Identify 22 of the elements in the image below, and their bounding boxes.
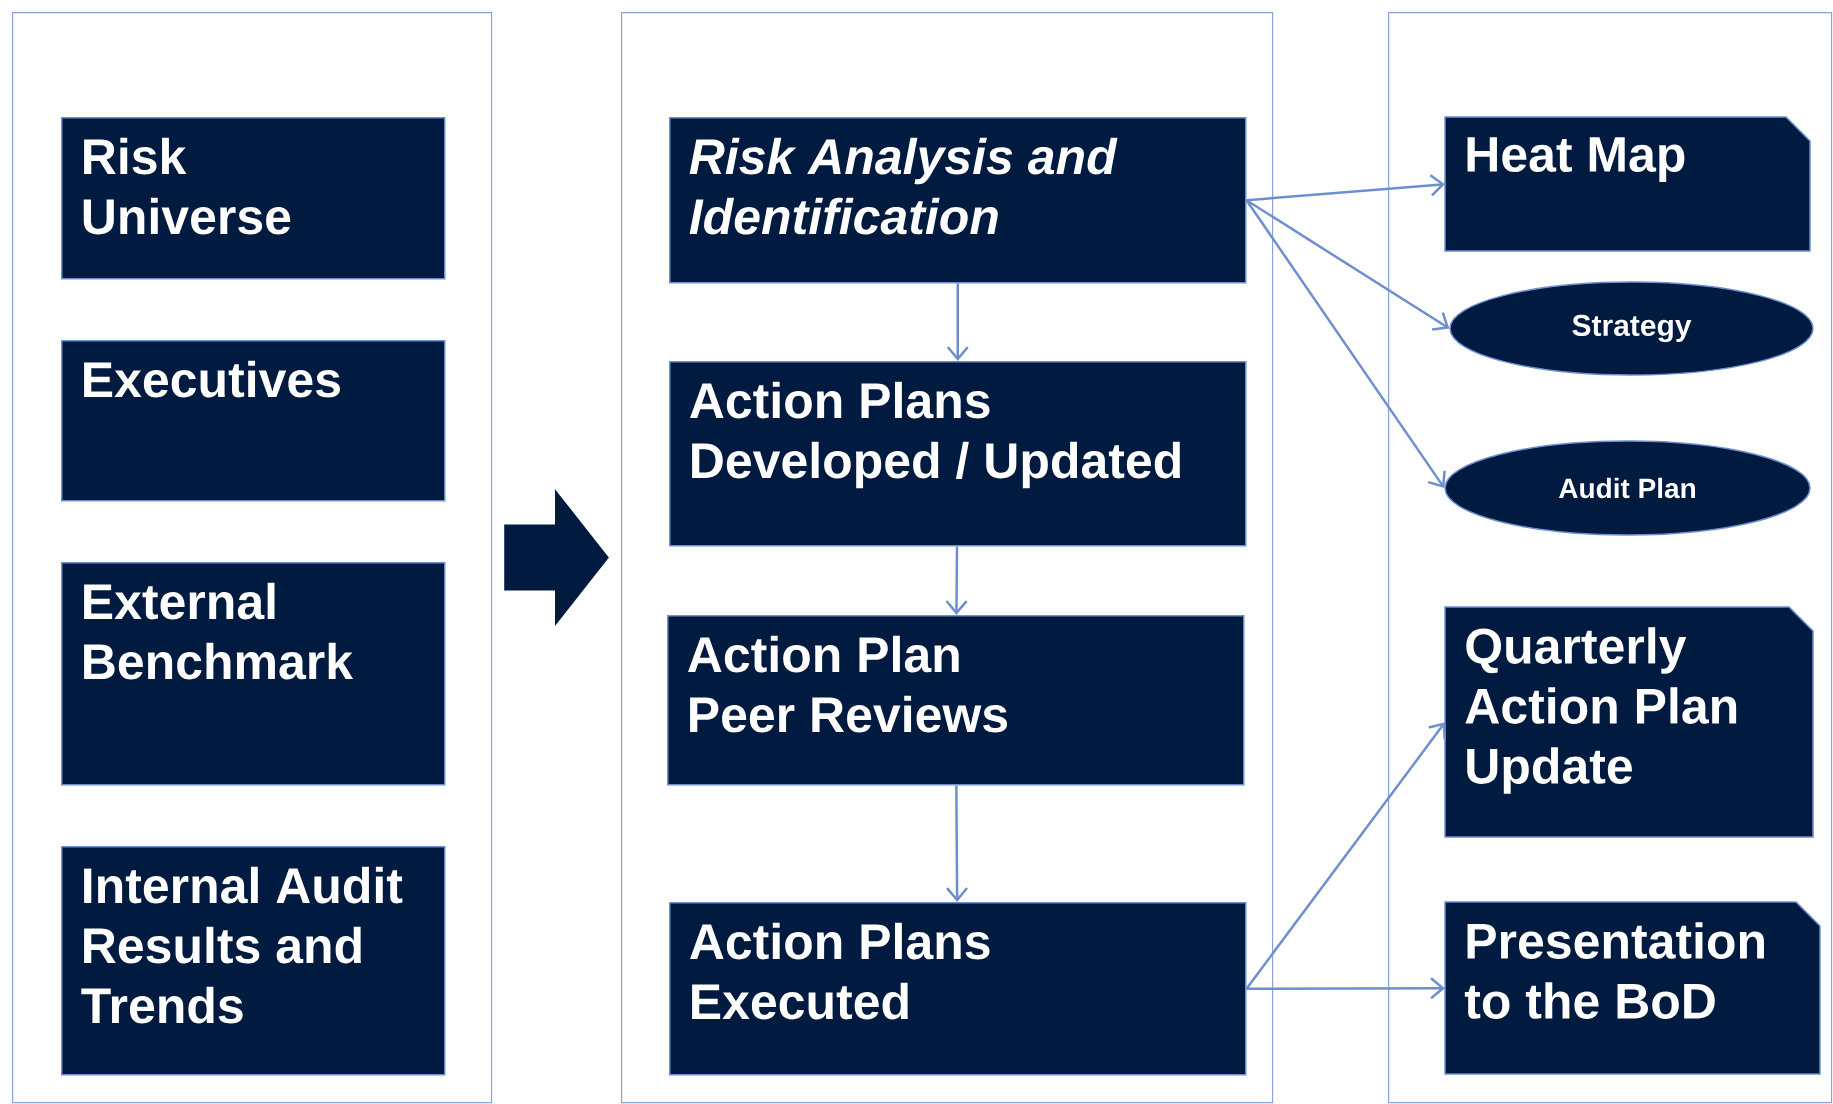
process-box: Internal Audit Results and Trends (61, 846, 446, 1076)
arrow (1245, 199, 1446, 488)
arrow (946, 283, 969, 361)
process-box: Action Plans Developed / Updated (669, 361, 1247, 547)
arrow (1245, 722, 1446, 990)
process-box: Executives (61, 340, 446, 502)
process-box: External Benchmark (61, 562, 446, 786)
output-box: Presentation to the BoD (1444, 901, 1821, 1075)
panel (621, 12, 1274, 1104)
arrow (1246, 174, 1445, 202)
panel (12, 12, 493, 1104)
output-box: Quarterly Action Plan Update (1444, 606, 1814, 838)
process-box: Action Plan Peer Reviews (667, 615, 1245, 786)
process-box: Action Plans Executed (669, 902, 1247, 1076)
process-box: Risk Universe (61, 117, 446, 280)
arrow (946, 785, 969, 902)
arrow (1245, 199, 1450, 331)
output-box: Heat Map (1444, 116, 1811, 252)
process-box: Risk Analysis and Identification (669, 117, 1247, 284)
arrow (945, 546, 968, 615)
panel (1388, 12, 1833, 1104)
arrow (1246, 977, 1446, 1000)
